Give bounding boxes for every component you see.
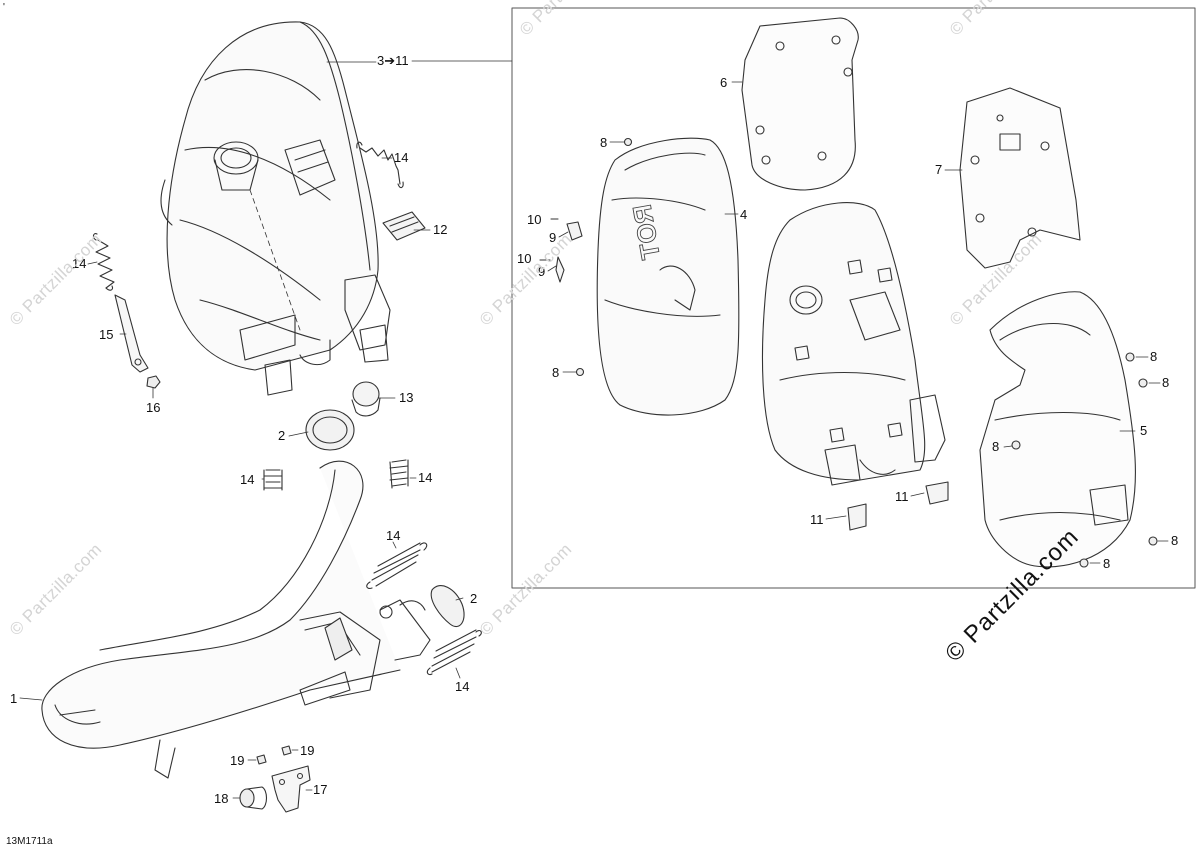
callout-14-upper: 14 (394, 150, 409, 165)
bracket-15 (114, 294, 149, 373)
muffler-inlet-ring (213, 141, 259, 175)
callout-8-r3: 8 (1171, 533, 1179, 548)
figure-code: 13M1711a (6, 836, 53, 847)
gasket-2-ring (305, 409, 355, 451)
bolt-19-right (281, 745, 292, 756)
callout-8-cover: 8 (552, 365, 560, 380)
bumper-11-a (847, 503, 867, 531)
callout-13: 13 (399, 390, 414, 405)
callout-15: 15 (99, 327, 114, 342)
gasket-2-oval (430, 585, 465, 628)
nut-16 (146, 375, 161, 389)
exhaust-pipe-1 (41, 460, 431, 779)
callout-14-lower-1: 14 (386, 528, 401, 543)
callout-14-left: 14 (72, 256, 87, 271)
callout-7: 7 (935, 162, 943, 177)
callout-19-right: 19 (300, 743, 315, 758)
callout-2-ring: 2 (278, 428, 286, 443)
fasteners-8 (575, 137, 1158, 568)
callout-6: 6 (720, 75, 728, 90)
callout-11-a: 11 (810, 512, 824, 527)
heat-shield-7 (959, 87, 1081, 269)
rubber-bumper-13 (351, 381, 381, 417)
callout-10-a: 10 (527, 212, 542, 227)
callout-9-b: 9 (538, 264, 546, 279)
callout-14-lower-2: 14 (455, 679, 470, 694)
callout-3-11: 3➔11 (377, 53, 409, 68)
spring-14-upper (356, 141, 404, 189)
corner-mark: ' (3, 2, 5, 13)
callout-9-a: 9 (549, 230, 557, 245)
callout-17: 17 (313, 782, 328, 797)
callout-1: 1 (10, 691, 18, 706)
muffler-cover-4 (596, 137, 740, 416)
spring-14-left (92, 233, 115, 291)
inner-cover-5 (979, 291, 1136, 568)
callout-2-oval: 2 (470, 591, 478, 606)
grommet-18 (239, 786, 268, 810)
callout-11-b: 11 (895, 489, 909, 504)
callout-8-bottom: 8 (1103, 556, 1111, 571)
heat-shield-6 (741, 17, 859, 191)
spring-14-lower-1 (366, 542, 428, 589)
bolt-19-left (256, 754, 267, 765)
leader-lines (19, 61, 1169, 799)
callout-12: 12 (433, 222, 448, 237)
spring-14-lower-2 (426, 629, 482, 676)
fasteners-9-10 (539, 218, 583, 283)
callout-14-small-right: 14 (418, 470, 433, 485)
callout-8-top: 8 (600, 135, 608, 150)
callout-16: 16 (146, 400, 161, 415)
callout-4: 4 (740, 207, 748, 222)
callout-14-small-left: 14 (240, 472, 255, 487)
callout-10-b: 10 (517, 251, 532, 266)
muffler-body-exploded (761, 202, 946, 486)
spring-14-small-right (389, 459, 409, 489)
clip-12 (382, 211, 426, 241)
callout-18: 18 (214, 791, 229, 806)
callout-8-mid: 8 (992, 439, 1000, 454)
bumper-11-b (925, 481, 949, 505)
callout-19-left: 19 (230, 753, 245, 768)
spring-14-small-left (263, 469, 283, 491)
callout-5: 5 (1140, 423, 1148, 438)
bracket-17 (271, 765, 311, 813)
callout-8-r1: 8 (1150, 349, 1158, 364)
callout-8-r2: 8 (1162, 375, 1170, 390)
muffler-assembly (160, 21, 391, 396)
detail-frame (511, 7, 1196, 589)
